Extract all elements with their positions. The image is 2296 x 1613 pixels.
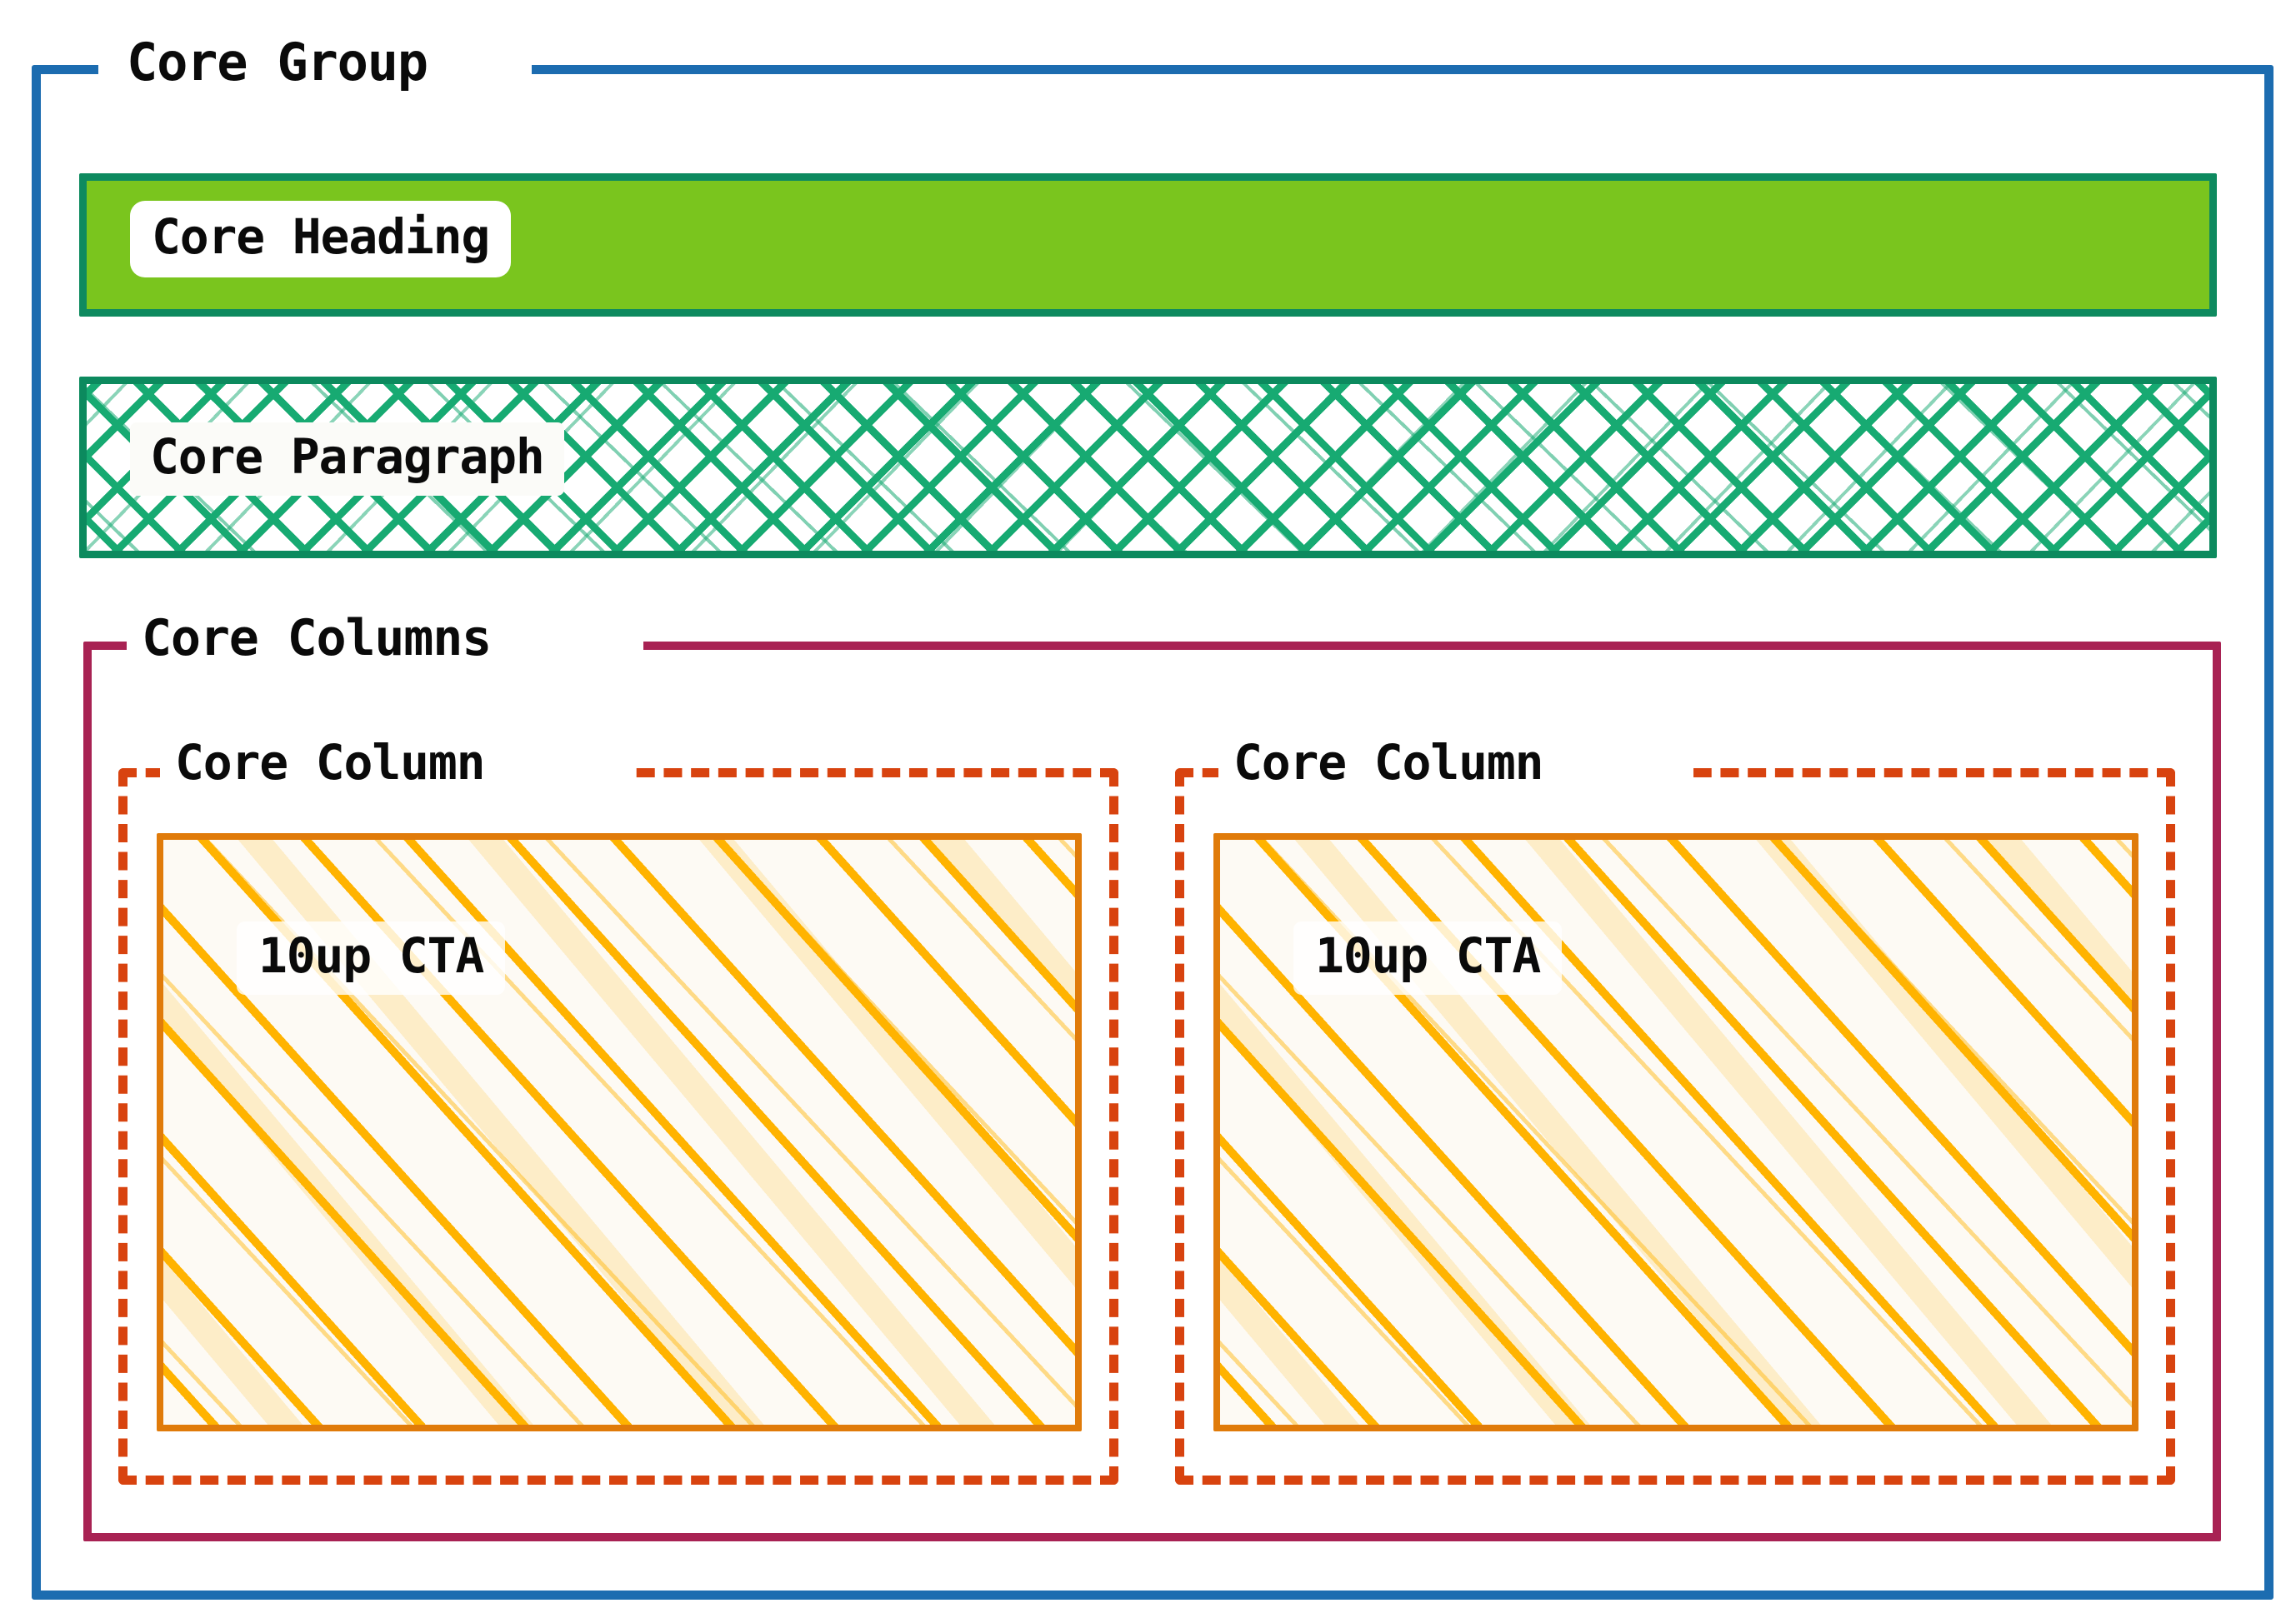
core-heading-label: Core Heading [130,201,512,277]
core-column-label: Core Column [1233,734,1544,791]
core-heading-block[interactable]: Core Heading [79,173,2217,317]
core-paragraph-label: Core Paragraph [130,422,564,496]
tenup-cta-block[interactable]: 10up CTA [1213,833,2138,1431]
core-columns-block[interactable] [83,642,2221,1541]
core-group-block[interactable] [32,65,2273,1600]
tenup-cta-block[interactable]: 10up CTA [157,833,1082,1431]
tenup-cta-label: 10up CTA [237,921,506,995]
core-column-label-gap [160,753,635,788]
core-columns-label: Core Columns [142,609,492,667]
core-group-label-gap [98,52,532,85]
core-column-label-gap [1218,753,1693,788]
core-column-label: Core Column [175,734,486,791]
core-paragraph-block[interactable]: Core Paragraph [79,377,2217,558]
tenup-cta-label: 10up CTA [1293,921,1563,995]
core-group-label: Core Group [127,32,428,92]
core-columns-label-gap [127,628,643,662]
